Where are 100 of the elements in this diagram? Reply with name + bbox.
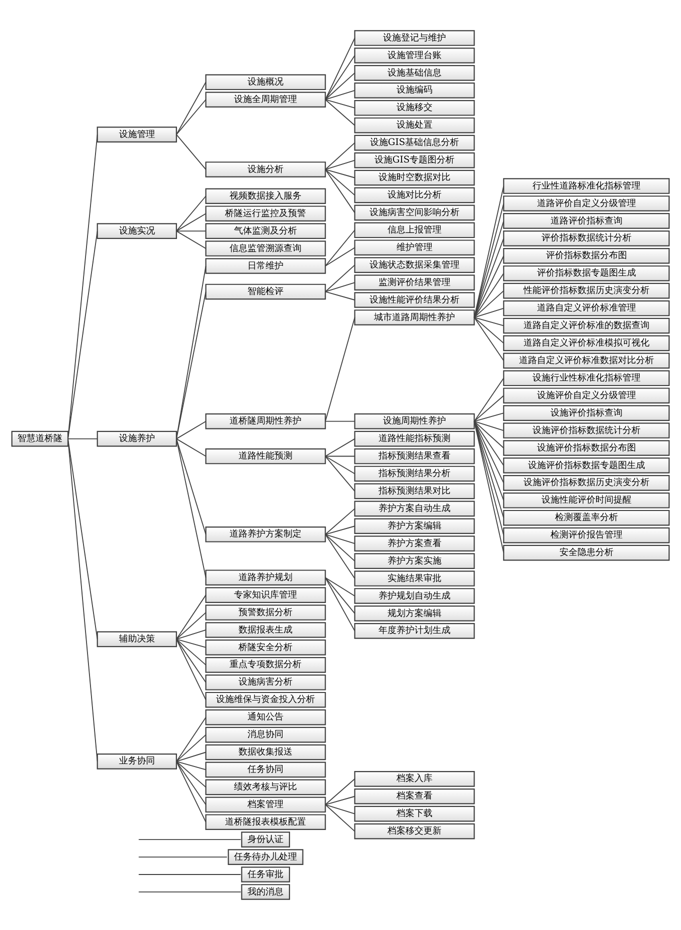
node-box: 道路自定义评价标准的数据查询 xyxy=(503,318,670,334)
node-box: 设施养护 xyxy=(96,430,177,447)
node-box: 评价指标数据专题图生成 xyxy=(503,265,670,282)
node-box: 智能检评 xyxy=(205,284,326,300)
node-box: 档案移交更新 xyxy=(354,823,475,840)
node-box: 设施管理 xyxy=(96,126,177,142)
connector xyxy=(324,99,356,126)
connector xyxy=(474,317,504,326)
node-box: 设施评价指标数据历史演变分析 xyxy=(503,475,670,491)
connector xyxy=(176,638,206,648)
node-box: 道路自定义评价标准模拟可视化 xyxy=(503,335,670,352)
node-box: 指标预测结果对比 xyxy=(354,483,475,500)
connector xyxy=(138,856,228,858)
node-box: 档案查看 xyxy=(354,788,475,804)
node-box: 设施时空数据对比 xyxy=(354,170,475,186)
connector xyxy=(474,420,504,431)
node-box: 任务审批 xyxy=(241,866,290,882)
node-box: 信息上报管理 xyxy=(354,222,475,238)
node-box: 设施性能评价结果分析 xyxy=(354,292,475,308)
connector xyxy=(176,638,206,666)
connector xyxy=(324,55,356,100)
connector xyxy=(324,317,356,422)
connector xyxy=(324,247,356,266)
node-box: 视频数据接入服务 xyxy=(205,188,326,204)
connector xyxy=(324,420,356,422)
node-box: 设施全周期管理 xyxy=(205,92,326,108)
node-box: 通知公告 xyxy=(205,709,326,726)
node-box: 数据报表生成 xyxy=(205,622,326,638)
node-box: 检测评价报告管理 xyxy=(503,527,670,544)
connector xyxy=(176,612,206,640)
connector xyxy=(324,577,356,596)
connector xyxy=(324,456,356,474)
connector xyxy=(474,420,504,466)
connector xyxy=(474,395,504,422)
connector xyxy=(474,238,504,318)
node-box: 设施对比分析 xyxy=(354,187,475,204)
node-box: 道路性能预测 xyxy=(205,448,326,464)
node-box: 设施管理台账 xyxy=(354,48,475,64)
node-box: 气体监测及分析 xyxy=(205,223,326,239)
node-box: 设施病害空间影响分析 xyxy=(354,204,475,221)
node-box: 道路养护规划 xyxy=(205,570,326,586)
connector xyxy=(474,255,504,318)
connector xyxy=(176,196,206,232)
node-box: 监测评价结果管理 xyxy=(354,274,475,290)
connector xyxy=(324,438,356,457)
node-box: 道路养护方案制定 xyxy=(205,526,326,542)
connector xyxy=(176,230,206,232)
connector xyxy=(324,534,356,562)
node-box: 设施处置 xyxy=(354,117,475,134)
connector xyxy=(324,796,356,806)
connector xyxy=(324,169,356,214)
node-box: 设施移交 xyxy=(354,100,475,116)
connector xyxy=(324,142,356,170)
node-box: 设施评价指标数据分布图 xyxy=(503,440,670,456)
connector xyxy=(324,282,356,292)
connector xyxy=(474,317,504,344)
node-box: 养护方案自动生成 xyxy=(354,500,475,517)
connector xyxy=(324,456,356,492)
connector xyxy=(176,638,206,683)
node-box: 预警数据分析 xyxy=(205,604,326,620)
node-box: 设施分析 xyxy=(205,162,326,178)
connector xyxy=(176,438,206,535)
connector xyxy=(474,412,504,422)
connector xyxy=(68,438,98,440)
connector xyxy=(324,804,356,814)
node-box: 规划方案编辑 xyxy=(354,606,475,622)
connector xyxy=(176,594,206,640)
connector xyxy=(474,308,504,318)
node-box: 安全隐患分析 xyxy=(503,544,670,561)
node-box: 设施评价指标数据统计分析 xyxy=(503,422,670,438)
connector xyxy=(176,99,206,135)
connector xyxy=(176,134,206,170)
connector xyxy=(176,760,206,823)
connector xyxy=(176,438,206,578)
node-box: 设施行业性标准化指标管理 xyxy=(503,370,670,386)
node-box: 设施维保与资金投入分析 xyxy=(205,692,326,708)
node-box: 设施性能评价时间提醒 xyxy=(503,492,670,508)
connector xyxy=(176,760,206,788)
node-box: 道路自定义评价标准管理 xyxy=(503,300,670,316)
connector xyxy=(324,577,356,632)
node-box: 业务协同 xyxy=(96,754,177,770)
connector xyxy=(176,638,206,700)
node-box: 桥隧安全分析 xyxy=(205,640,326,656)
node-box: 检测覆盖率分析 xyxy=(503,510,670,526)
connector xyxy=(324,577,356,614)
connector xyxy=(474,420,504,518)
node-box: 道路评价指标查询 xyxy=(503,213,670,229)
node-box: 设施登记与维护 xyxy=(354,30,475,46)
connector xyxy=(324,160,356,170)
connector xyxy=(324,264,356,292)
node-box: 设施评价指标数据专题图生成 xyxy=(503,458,670,474)
node-box: 数据收集报送 xyxy=(205,744,326,760)
node-box: 行业性道路标准化指标管理 xyxy=(503,178,670,194)
node-box: 设施GIS专题图分析 xyxy=(354,152,475,168)
connector xyxy=(176,630,206,640)
node-box: 道桥隧报表模板配置 xyxy=(205,814,326,830)
node-box: 道桥隧周期性养护 xyxy=(205,413,326,430)
node-box: 设施周期性养护 xyxy=(354,413,475,430)
node-box: 辅助决策 xyxy=(96,631,177,648)
node-box: 桥隧运行监控及预警 xyxy=(205,206,326,222)
